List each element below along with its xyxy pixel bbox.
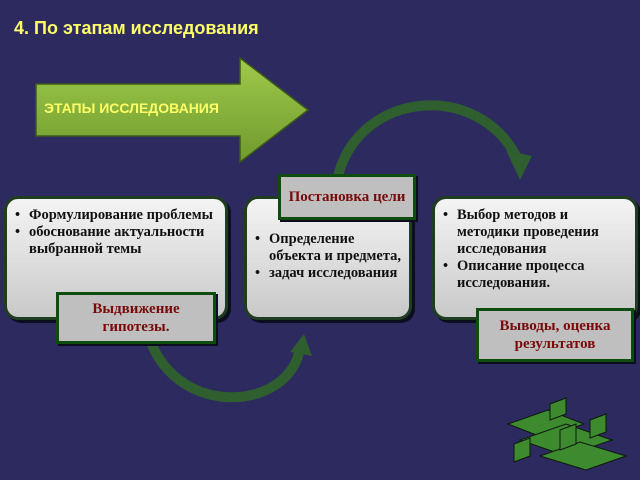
top-curve-arrow-head [506, 150, 532, 180]
tag-goal-setting: Постановка цели [278, 174, 416, 220]
stage-2-list: Определение объекта и предмета, задач ис… [255, 231, 405, 282]
bottom-curve-arrow [145, 335, 305, 403]
list-item: задач исследования [255, 265, 405, 282]
list-item: Описание процесса исследования. [443, 258, 631, 292]
banner-arrow-shape [35, 56, 310, 164]
top-curve-arrow [333, 100, 523, 181]
tag-hypothesis: Выдвижение гипотезы. [56, 292, 216, 344]
list-item: обоснование актуальности выбранной темы [15, 224, 219, 258]
list-item: Выбор методов и методики проведения иссл… [443, 207, 631, 258]
slide-title: 4. По этапам исследования [14, 18, 259, 38]
bottom-curve-arrow-head [290, 334, 312, 356]
banner-label: ЭТАПЫ ИССЛЕДОВАНИЯ [44, 100, 219, 116]
stage-1-list: Формулирование проблемы обоснование акту… [15, 207, 219, 258]
list-item: Определение объекта и предмета, [255, 231, 405, 265]
list-item: Формулирование проблемы [15, 207, 219, 224]
stage-3-list: Выбор методов и методики проведения иссл… [443, 207, 631, 292]
stage-box-methods: Выбор методов и методики проведения иссл… [432, 196, 638, 320]
tag-results: Выводы, оценка результатов [476, 308, 634, 362]
maze-knot-icon [506, 397, 628, 471]
